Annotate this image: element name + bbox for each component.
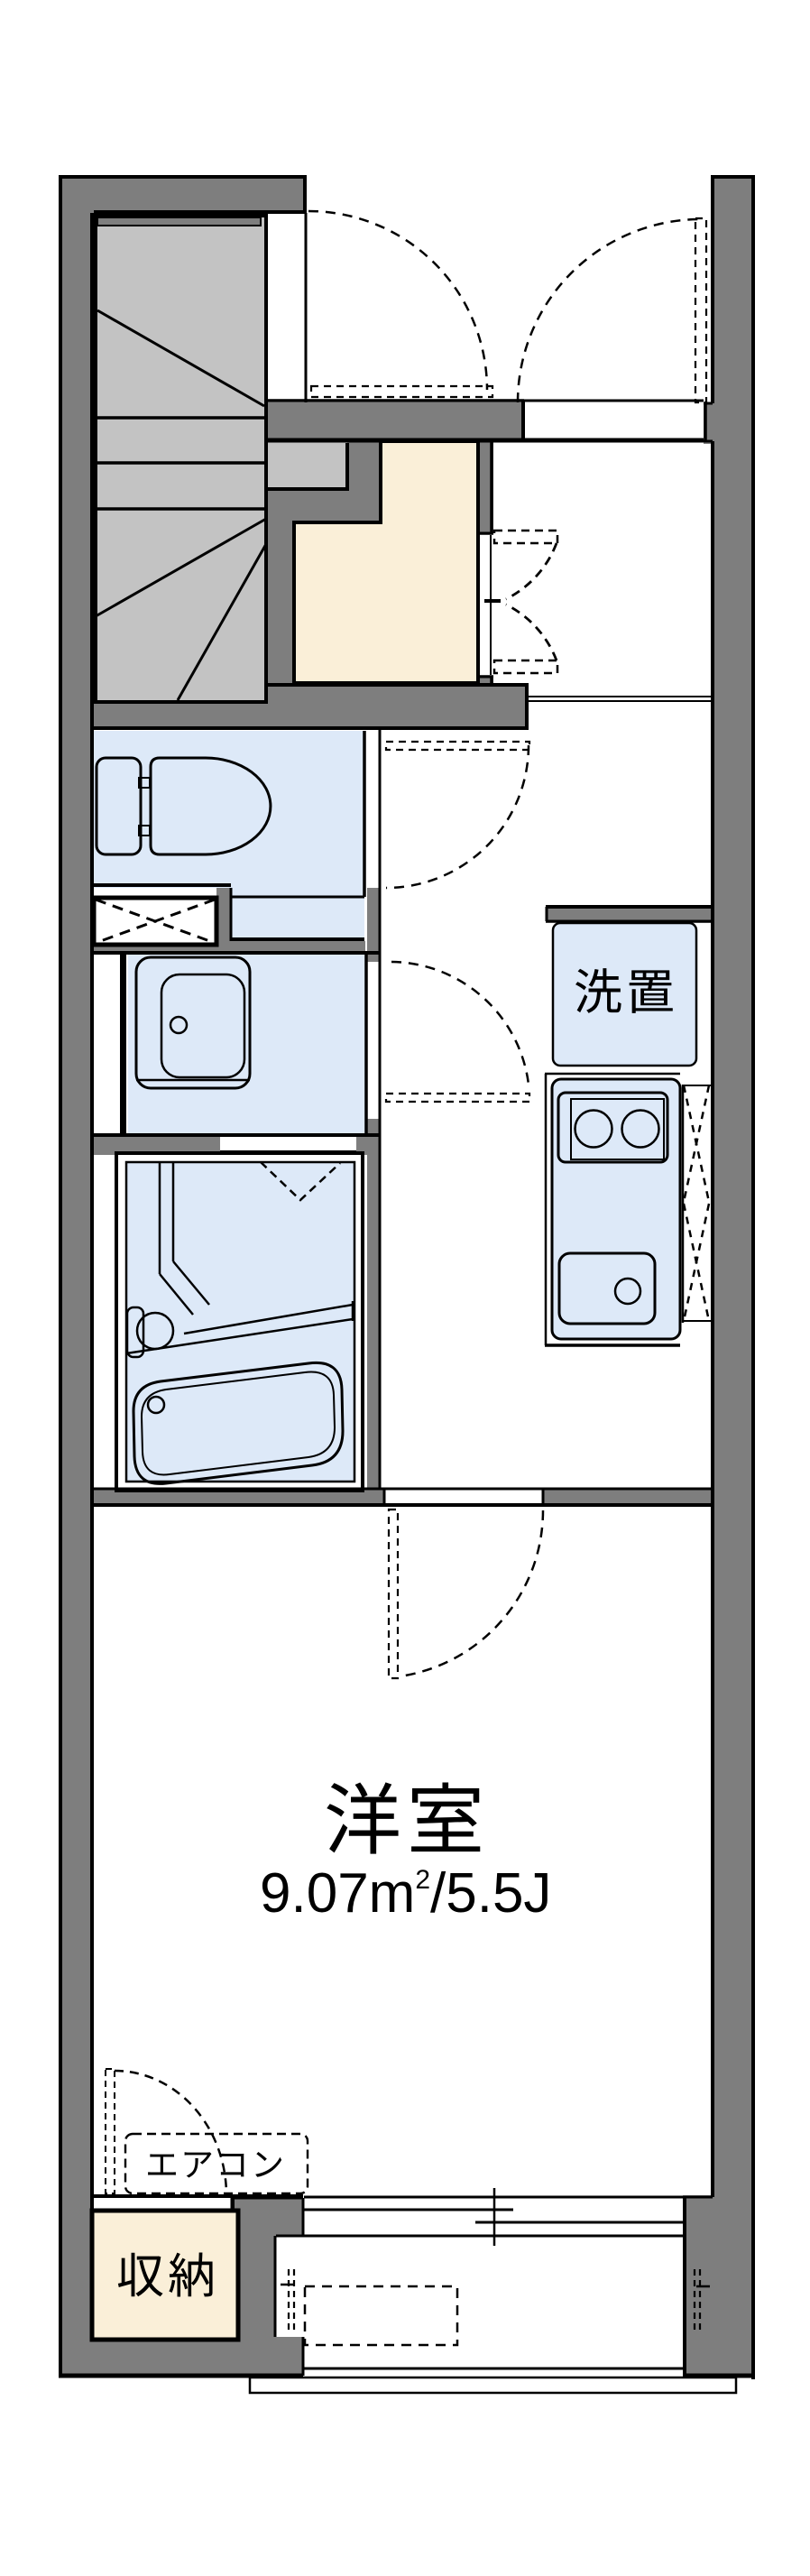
svg-text:9.07m2/5.5J: 9.07m2/5.5J [260, 1862, 551, 1925]
